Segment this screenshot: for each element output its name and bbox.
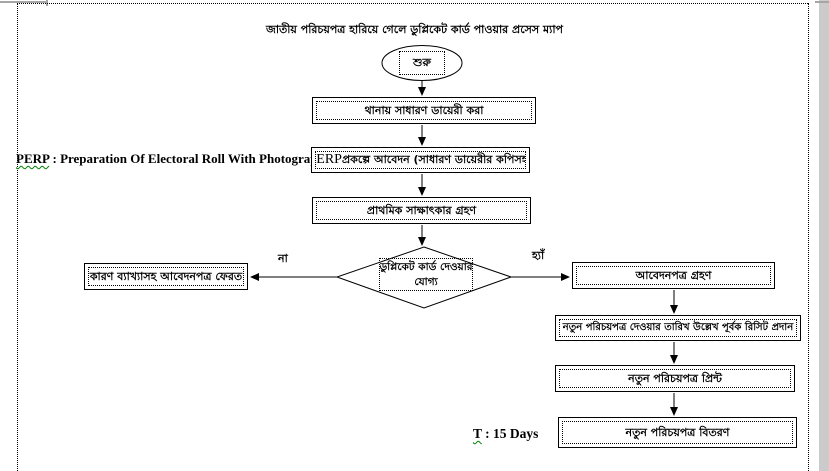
step-box-return-application: কারণ ব্যাখ্যাসহ আবেদনপত্র ফেরত [84,263,248,290]
start-oval [381,45,463,81]
decision-line2: যোগ্য [414,275,438,288]
step-box-print-new-id: নতুন পরিচয়পত্র প্রিন্ট [555,365,795,392]
branch-label-yes: হ্যাঁ [532,249,545,262]
perp-acronym: PERP [316,152,342,168]
flowchart-title: জাতীয় পরিচয়পত্র হারিয়ে গেলে ডুপ্লিকেট… [266,23,563,36]
step-label: কারণ ব্যাখ্যাসহ আবেদনপত্র ফেরত [88,267,244,286]
step-label: আবেদনপত্র গ্রহণ [576,266,771,285]
step-box-issue-receipt: নতুন পরিচয়পত্র দেওয়ার তারিখ উল্লেখ পূর… [555,315,801,341]
branch-label-no: না [278,252,288,265]
step-label: থানায় সাধারণ ডায়েরী করা [316,101,532,120]
window-top-right-line [815,1,829,3]
step-box-perp-application: PERP প্রকল্পে আবেদন (সাধারণ ডায়েরীর কপি… [311,147,530,173]
perp-term: PERP [16,151,50,166]
step-box-general-diary: থানায় সাধারণ ডায়েরী করা [312,97,536,124]
decision-label: ডুপ্লিকেট কার্ড দেওয়ার যোগ্য [379,258,473,291]
time-term: T [473,426,482,441]
text-boundary-left [17,3,18,471]
step-box-preliminary-interview: প্রাথমিক সাক্ষাৎকার গ্রহণ [312,197,531,224]
ruler-corner-line [0,1,48,3]
text-boundary-right [808,3,809,471]
step-label: প্রাথমিক সাক্ষাৎকার গ্রহণ [316,201,527,220]
step-box-distribute-new-id: নতুন পরিচয়পত্র বিতরণ [558,417,797,448]
perp-abbreviation-note: PERP : Preparation Of Electoral Roll Wit… [16,151,325,167]
step-label: PERP প্রকল্পে আবেদন (সাধারণ ডায়েরীর কপি… [315,151,526,169]
start-node-label: শুরু [399,51,445,75]
text-boundary-top [17,3,808,4]
turnaround-time-note: T : 15 Days [473,426,538,442]
decision-diamond [335,246,513,309]
page-edge-right [819,0,829,471]
step-label: নতুন পরিচয়পত্র প্রিন্ট [559,369,791,388]
decision-line1: ডুপ্লিকেট কার্ড দেওয়ার [379,260,473,273]
start-text: শুরু [413,56,431,70]
apply-text: প্রকল্পে আবেদন (সাধারণ ডায়েরীর কপিসহ) [341,153,526,167]
step-box-accept-application: আবেদনপত্র গ্রহণ [572,262,775,289]
step-label: নতুন পরিচয়পত্র দেওয়ার তারিখ উল্লেখ পূর… [559,319,797,337]
step-label: নতুন পরিচয়পত্র বিতরণ [562,421,793,444]
time-value: : 15 Days [481,426,539,441]
perp-definition: : Preparation Of Electoral Roll With Pho… [49,151,325,166]
